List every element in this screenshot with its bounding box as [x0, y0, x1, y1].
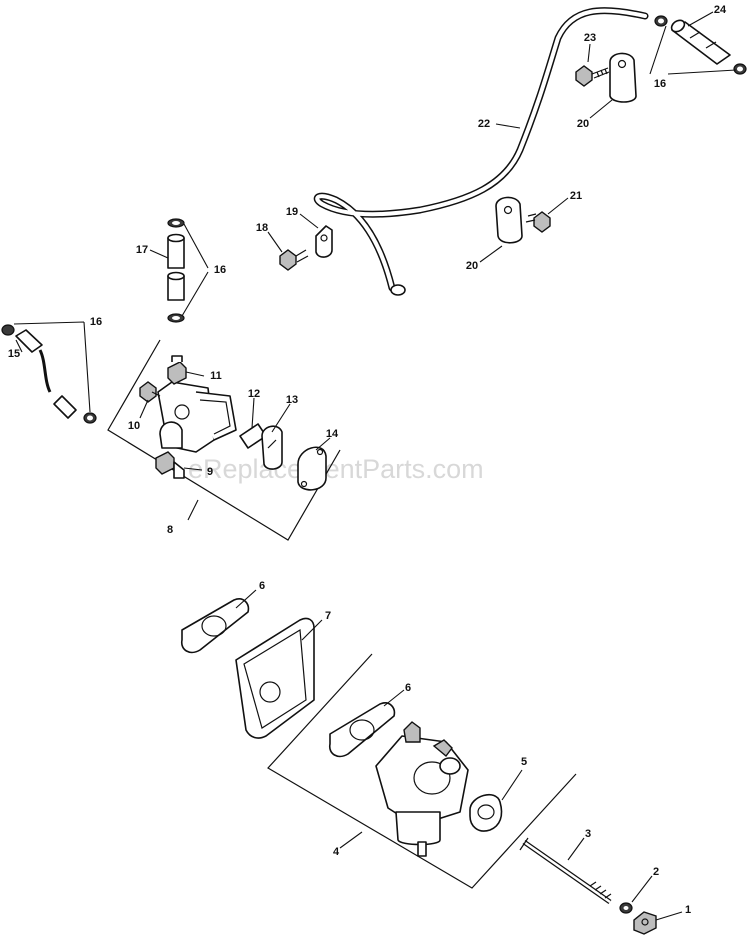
callout-20-top: 20: [577, 118, 589, 130]
clip-20-middle: [495, 196, 523, 244]
callout-19: 19: [286, 206, 298, 218]
nut-1: [633, 911, 657, 935]
fuel-pump-kit-8-bracket: [107, 339, 341, 541]
callout-15: 15: [8, 348, 20, 360]
leader-lines: [13, 11, 737, 921]
callout-10: 10: [128, 420, 140, 432]
callout-12: 12: [248, 388, 260, 400]
hose-15-assembly: [1, 324, 97, 424]
gasket-5: [469, 793, 503, 832]
callout-21: 21: [570, 190, 582, 202]
carburetor: [375, 721, 469, 857]
callout-labels: 24 23 16 20 22 21 20 19 18 17 16 16 15 1…: [8, 4, 727, 916]
carburetor-kit-4-bracket: [267, 653, 577, 889]
fitting-9: [155, 451, 185, 479]
callout-5: 5: [521, 756, 527, 768]
callout-3: 3: [585, 828, 591, 840]
hose-17-assembly: [167, 218, 185, 323]
washer-2: [619, 902, 633, 914]
callout-13: 13: [286, 394, 298, 406]
callout-2: 2: [653, 866, 659, 878]
callout-8: 8: [167, 524, 173, 536]
gasket-14: [297, 446, 327, 491]
callout-14: 14: [326, 428, 339, 440]
fuel-hose-24: [670, 19, 731, 65]
screw-21: [525, 211, 551, 233]
callout-4: 4: [333, 846, 340, 858]
callout-16-middle: 16: [214, 264, 226, 276]
watermark: eReplacementParts.com: [188, 454, 484, 484]
callout-24: 24: [714, 4, 727, 16]
hose-clamp-16-top: [654, 15, 747, 75]
callout-22: 22: [478, 118, 490, 130]
callout-7: 7: [325, 610, 331, 622]
stud-3: [519, 837, 612, 905]
fitting-11: [167, 355, 187, 385]
clip-20-top: [609, 52, 637, 103]
gasket-13: [261, 425, 283, 470]
callout-18: 18: [256, 222, 268, 234]
callout-6-top: 6: [259, 580, 265, 592]
callout-1: 1: [685, 904, 691, 916]
gasket-6-top: [180, 598, 250, 654]
screw-18: [279, 249, 309, 271]
callout-16-top: 16: [654, 78, 666, 90]
callout-6-bottom: 6: [405, 682, 411, 694]
callout-23: 23: [584, 32, 596, 44]
callout-9: 9: [207, 466, 213, 478]
callout-20-middle: 20: [466, 260, 478, 272]
callout-11: 11: [210, 370, 222, 382]
screw-10: [139, 381, 161, 403]
callout-17: 17: [136, 244, 148, 256]
fuel-line-22: [313, 7, 649, 296]
heat-shield-7: [235, 617, 315, 739]
gasket-6-bottom: [328, 702, 396, 758]
screw-23: [575, 65, 610, 87]
fuel-pump: [157, 381, 237, 453]
callout-16-left: 16: [90, 316, 102, 328]
clip-19: [315, 225, 333, 258]
